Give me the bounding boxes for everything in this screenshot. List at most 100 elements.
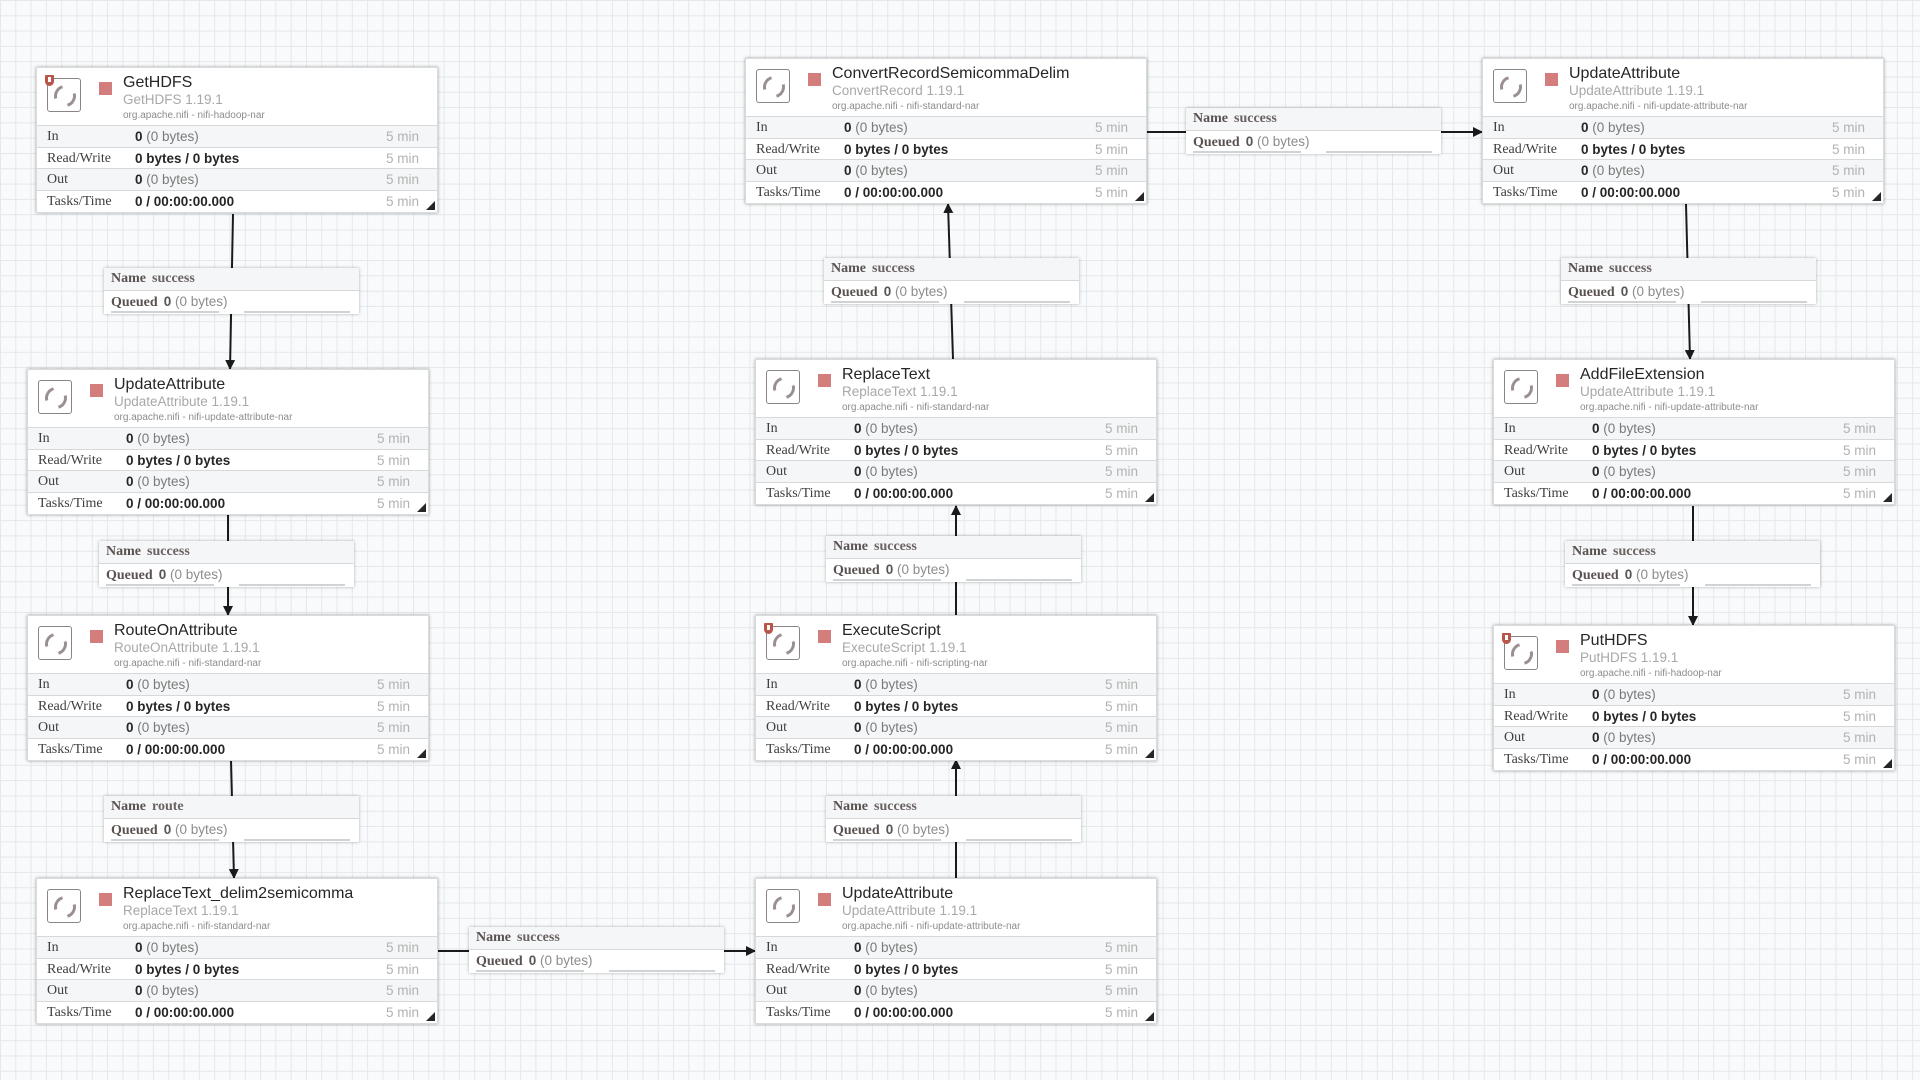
resize-corner-icon: [426, 1012, 435, 1021]
processor-replacetext[interactable]: ReplaceText ReplaceText 1.19.1 org.apach…: [755, 359, 1157, 505]
resize-corner-icon: [426, 201, 435, 210]
processor-type: UpdateAttribute 1.19.1: [114, 394, 250, 409]
processor-updateattribute-left[interactable]: UpdateAttribute UpdateAttribute 1.19.1 o…: [27, 369, 429, 515]
stat-window: 5 min: [1104, 698, 1138, 714]
stat-value: 0 (0 bytes): [854, 677, 918, 692]
stopped-state-icon: [1556, 640, 1569, 653]
processor-icon: [1504, 370, 1538, 404]
stat-window: 5 min: [376, 495, 410, 511]
connection-name-label: Name: [833, 539, 868, 554]
processor-bundle: org.apache.nifi - nifi-scripting-nar: [842, 658, 988, 669]
stat-label: Out: [766, 720, 787, 735]
stat-window: 5 min: [385, 961, 419, 977]
processor-bundle: org.apache.nifi - nifi-standard-nar: [123, 921, 271, 932]
stat-window: 5 min: [1842, 751, 1876, 767]
stat-value: 0 bytes / 0 bytes: [854, 698, 959, 714]
processor-name: ReplaceText_delim2semicomma: [123, 885, 354, 902]
connection-queued-label: Queued: [833, 823, 880, 838]
resize-corner-icon: [1145, 749, 1154, 758]
stat-window: 5 min: [1104, 442, 1138, 458]
stat-value: 0 bytes / 0 bytes: [126, 698, 231, 714]
stat-label: Tasks/Time: [756, 184, 821, 200]
processor-updateattribute-right[interactable]: UpdateAttribute UpdateAttribute 1.19.1 o…: [1482, 58, 1884, 204]
processor-type: UpdateAttribute 1.19.1: [1569, 83, 1705, 98]
queue-size-bar: [244, 839, 350, 841]
stat-label: In: [47, 940, 59, 955]
processor-routeonattribute[interactable]: RouteOnAttribute RouteOnAttribute 1.19.1…: [27, 615, 429, 761]
connection-queued-label: Queued: [106, 568, 153, 583]
stopped-state-icon: [1556, 374, 1569, 387]
restricted-shield-icon: [45, 75, 54, 86]
stat-label: Read/Write: [1504, 708, 1568, 724]
stat-value: 0 / 00:00:00.000: [126, 495, 226, 511]
processor-updateattribute-middle[interactable]: UpdateAttribute UpdateAttribute 1.19.1 o…: [755, 878, 1157, 1024]
processor-puthdfs[interactable]: PutHDFS PutHDFS 1.19.1 org.apache.nifi -…: [1493, 625, 1895, 771]
stat-value: 0 (0 bytes): [126, 720, 190, 735]
connection-queued-label: Queued: [1193, 135, 1240, 150]
stat-window: 5 min: [1842, 730, 1876, 745]
stat-window: 5 min: [376, 677, 410, 692]
stopped-state-icon: [90, 384, 103, 397]
stat-value: 0 bytes / 0 bytes: [126, 452, 231, 468]
stat-value: 0 (0 bytes): [854, 464, 918, 479]
stat-value: 0 bytes / 0 bytes: [854, 961, 959, 977]
stat-value: 0 (0 bytes): [844, 120, 908, 135]
connection-name: success: [872, 261, 915, 276]
stat-label: Read/Write: [47, 150, 111, 166]
connection-name: success: [147, 544, 190, 559]
resize-corner-icon: [1872, 192, 1881, 201]
connection-queued: 0 (0 bytes): [163, 294, 228, 309]
queue-size-bar: [1326, 151, 1432, 153]
processor-convertrecord-semicommadelim[interactable]: ConvertRecordSemicommaDelim ConvertRecor…: [745, 58, 1147, 204]
stat-label: Tasks/Time: [766, 741, 831, 757]
stat-value: 0 (0 bytes): [126, 431, 190, 446]
stat-label: Tasks/Time: [766, 485, 831, 501]
stat-value: 0 (0 bytes): [1592, 687, 1656, 702]
stat-label: Read/Write: [766, 442, 830, 458]
stat-label: In: [1493, 120, 1505, 135]
processor-replacetext-delim2semicomma[interactable]: ReplaceText_delim2semicomma ReplaceText …: [36, 878, 438, 1024]
connection-name: success: [1609, 261, 1652, 276]
stat-label: Out: [47, 172, 68, 187]
processor-executescript[interactable]: ExecuteScript ExecuteScript 1.19.1 org.a…: [755, 615, 1157, 761]
stat-window: 5 min: [1831, 141, 1865, 157]
queue-count-bar: [1572, 584, 1680, 586]
resize-corner-icon: [1145, 493, 1154, 502]
processor-gethdfs[interactable]: GetHDFS GetHDFS 1.19.1 org.apache.nifi -…: [36, 67, 438, 213]
processor-bundle: org.apache.nifi - nifi-update-attribute-…: [114, 412, 293, 423]
processor-name: AddFileExtension: [1580, 366, 1705, 383]
connection-name-label: Name: [1572, 544, 1607, 559]
stat-window: 5 min: [385, 983, 419, 998]
queue-count-bar: [831, 301, 939, 303]
stat-window: 5 min: [1842, 442, 1876, 458]
processor-type: UpdateAttribute 1.19.1: [1580, 384, 1716, 399]
restricted-shield-icon: [1502, 633, 1511, 644]
stat-value: 0 (0 bytes): [844, 163, 908, 178]
processor-addfileextension[interactable]: AddFileExtension UpdateAttribute 1.19.1 …: [1493, 359, 1895, 505]
connection-queued: 0 (0 bytes): [1620, 284, 1685, 299]
